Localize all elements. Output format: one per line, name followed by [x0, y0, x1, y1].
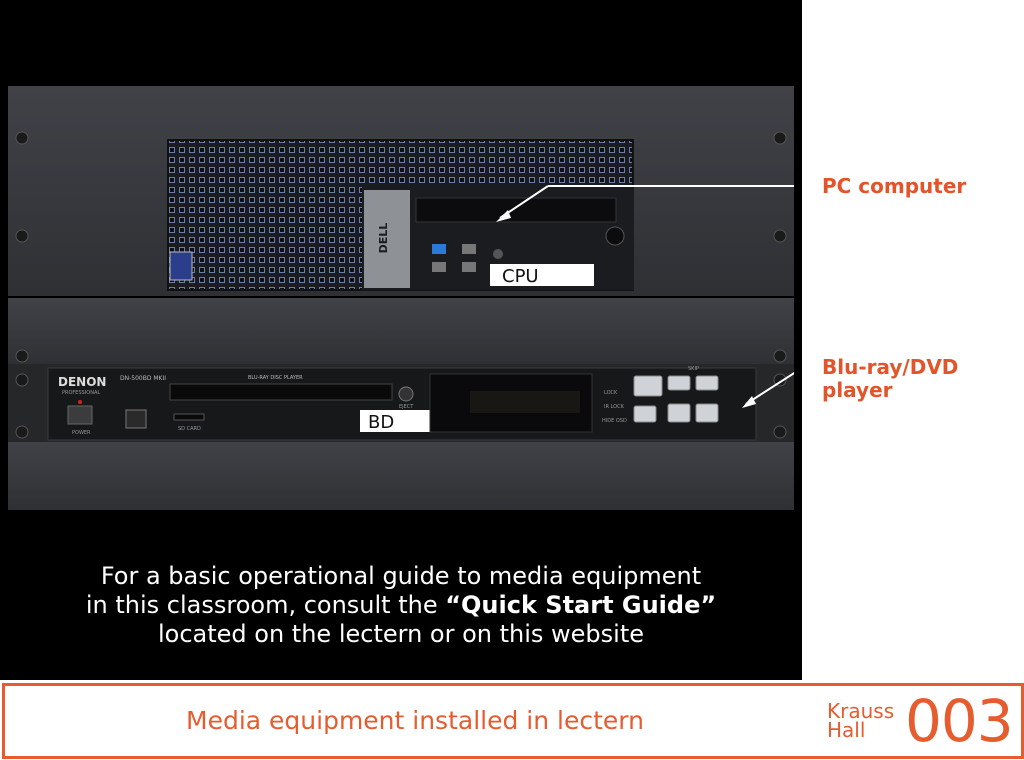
caption-line-3: located on the lectern or on this websit…: [157, 620, 645, 648]
bluray-player-label-line2: player: [822, 378, 893, 402]
guide-caption: For a basic operational guide to media e…: [0, 562, 802, 649]
pc-arrow-head: [496, 210, 511, 222]
bluray-disc-label: BLU-RAY DISC PLAYER: [248, 375, 303, 381]
pc-cpu-badge: [169, 251, 193, 281]
bluray-bd-tag: [360, 410, 432, 432]
pc-cpu-tag-text: CPU: [502, 266, 539, 287]
bluray-bd-tag-text: BD: [368, 412, 394, 433]
bluray-sd-slot: [173, 413, 205, 421]
pc-dell-plate: [364, 190, 410, 288]
rack-panel-blank-top: [8, 298, 794, 364]
equipment-photo: DELL CPU DENON PROFESSIONAL PO: [0, 0, 802, 680]
rack-panel-blank-bottom: [8, 442, 794, 510]
bluray-power-switch: [67, 405, 93, 425]
pc-usb-2: [462, 244, 476, 254]
bluray-irlock-label: IR LOCK: [604, 404, 625, 410]
bluray-arrow-head: [742, 396, 756, 408]
pc-computer-label: PC computer: [822, 174, 967, 198]
bluray-arrow-line: [745, 371, 794, 405]
bluray-eject-label: EJECT: [399, 404, 414, 410]
bluray-power-led: [78, 400, 82, 404]
quick-start-guide-text: “Quick Start Guide”: [445, 591, 717, 619]
bluray-eject-button: [398, 386, 414, 402]
caption-line-1: For a basic operational guide to media e…: [100, 562, 702, 590]
footer-banner: Media equipment installed in lectern Kra…: [2, 683, 1024, 759]
caption-line-2-text: in this classroom, consult the: [85, 591, 446, 619]
bluray-display-window: [470, 391, 580, 413]
bluray-sdcard-label: SD CARD: [178, 426, 201, 432]
rack-illustration: DELL CPU DENON PROFESSIONAL PO: [8, 86, 794, 510]
bluray-power-label: POWER: [72, 430, 91, 436]
caption-line-2: in this classroom, consult the “Quick St…: [0, 591, 802, 620]
bluray-usb-port: [125, 409, 147, 429]
pc-usb-3: [432, 262, 446, 272]
pc-cpu-tag: [490, 264, 594, 286]
pc-dell-logo: DELL: [377, 223, 390, 254]
bluray-hideosd-label: HIDE OSD: [602, 418, 627, 424]
footer-title: Media equipment installed in lectern: [186, 706, 644, 735]
bluray-lock-label: LOCK: [604, 390, 618, 396]
room-number: 003: [905, 687, 1014, 755]
bluray-brand: DENON: [58, 375, 106, 389]
bluray-player-label-line1: Blu-ray/DVD: [822, 355, 959, 379]
building-name-line1: Krauss: [827, 699, 895, 723]
pc-optical-drive: [415, 197, 617, 223]
bluray-transport-buttons: [633, 375, 719, 423]
bluray-brand-sub: PROFESSIONAL: [62, 390, 100, 396]
bluray-model: DN-500BD MKII: [120, 375, 166, 382]
building-name: Krauss Hall: [827, 699, 895, 742]
pc-audio-jack: [493, 249, 503, 259]
pc-usb-4: [462, 262, 476, 272]
pc-usb-1: [432, 244, 446, 254]
bluray-player-label: Blu-ray/DVD player: [822, 356, 958, 402]
building-name-line2: Hall: [827, 718, 866, 742]
bluray-skip-label: SKIP: [688, 366, 699, 372]
pc-power-button: [605, 226, 625, 246]
bluray-disc-tray: [169, 383, 393, 401]
